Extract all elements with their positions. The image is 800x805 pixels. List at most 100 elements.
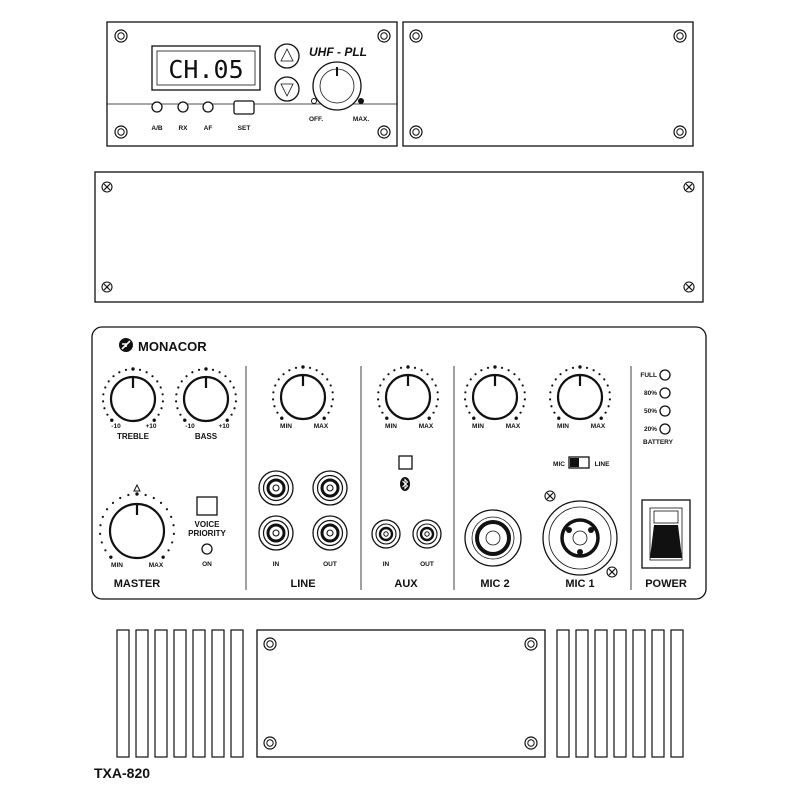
- scale-dot: [550, 405, 553, 408]
- scale-dot: [500, 366, 504, 369]
- scale-dot: [99, 524, 102, 527]
- scale-dot: [218, 371, 221, 374]
- scale-dot: [179, 413, 182, 416]
- scale-dot: [522, 405, 525, 408]
- scale-dot: [159, 386, 162, 389]
- scale-dot: [234, 400, 238, 403]
- battery-led-full: [659, 369, 671, 381]
- scale-dot: [607, 405, 610, 408]
- scale-dot: [99, 532, 102, 536]
- treble-label: TREBLE: [117, 432, 150, 441]
- treble-minus-label: -10: [111, 423, 121, 430]
- battery-20-label: 20%: [644, 426, 657, 433]
- line-out-jack-top[interactable]: [311, 469, 349, 507]
- scale-dot: [431, 378, 434, 381]
- bass-label: BASS: [195, 432, 218, 441]
- aux-out-jack[interactable]: [411, 518, 443, 550]
- scale-dot: [513, 373, 516, 376]
- bluetooth-pair-button[interactable]: [398, 455, 413, 470]
- voice-priority-on-label: ON: [202, 561, 212, 568]
- knob-off-label: OFF.: [309, 116, 323, 123]
- mic2-knob[interactable]: [463, 365, 527, 421]
- heat-sink-fin: [556, 629, 570, 758]
- scale-dot: [514, 416, 518, 420]
- scale-dot: [104, 549, 107, 552]
- scale-dot: [608, 398, 612, 401]
- scale-dot: [406, 365, 410, 369]
- scale-dot: [331, 391, 334, 394]
- mic2-jack[interactable]: [464, 509, 522, 567]
- scale-dot: [321, 373, 324, 376]
- scale-dot: [559, 373, 562, 376]
- heat-sink-fin: [192, 629, 206, 758]
- scale-dot: [225, 418, 229, 422]
- heat-sink-fin: [651, 629, 665, 758]
- scale-dot: [523, 391, 526, 394]
- volume-knob[interactable]: [311, 61, 365, 111]
- scale-dot: [111, 501, 115, 504]
- scale-dot: [171, 541, 174, 544]
- line-knob[interactable]: [271, 365, 335, 421]
- master-max-label: MAX: [149, 562, 164, 569]
- scale-dot: [435, 405, 438, 408]
- up-arrow-button[interactable]: [274, 43, 300, 69]
- scale-dot: [553, 411, 556, 414]
- scale-dot: [100, 541, 103, 544]
- heat-sink-fin: [632, 629, 646, 758]
- scale-dot: [144, 493, 147, 497]
- scale-dot: [518, 378, 521, 381]
- scale-dot: [211, 368, 215, 371]
- scale-dot: [124, 368, 128, 371]
- switch-line-label: LINE: [595, 461, 610, 468]
- scale-dot: [172, 524, 175, 527]
- line-in-jack-top[interactable]: [257, 469, 295, 507]
- scale-dot: [329, 384, 332, 387]
- line-out-jack-bottom[interactable]: [311, 514, 349, 552]
- heat-sink-fin: [173, 629, 187, 758]
- scale-dot: [177, 386, 180, 389]
- scale-dot: [157, 413, 160, 416]
- power-switch[interactable]: [641, 499, 691, 569]
- set-button[interactable]: [233, 100, 255, 115]
- aux-in-jack[interactable]: [370, 518, 402, 550]
- blank-slot-cover: [402, 21, 694, 147]
- voice-priority-button[interactable]: [196, 496, 218, 516]
- mic1-knob[interactable]: [548, 365, 612, 421]
- scale-dot: [486, 366, 490, 369]
- battery-50-label: 50%: [644, 408, 657, 415]
- scale-dot: [379, 384, 382, 387]
- scale-dot: [413, 366, 417, 369]
- scale-dot: [382, 378, 385, 381]
- scale-dot: [480, 369, 483, 372]
- scale-dot: [436, 398, 440, 401]
- scale-dot: [151, 375, 154, 378]
- scale-dot: [465, 405, 468, 408]
- scale-dot: [557, 416, 561, 420]
- bluetooth-icon: [400, 477, 410, 491]
- aux-knob[interactable]: [376, 365, 440, 421]
- battery-full-label: FULL: [640, 372, 657, 379]
- wide-blank-plate: [94, 171, 704, 303]
- heat-sink-fin: [116, 629, 130, 758]
- scale-dot: [185, 375, 188, 378]
- heat-sink-fin: [211, 629, 225, 758]
- treble-plus-label: +10: [145, 423, 156, 430]
- mic2-min-label: MIN: [472, 423, 484, 430]
- scale-dot: [167, 549, 170, 552]
- monacor-logo: [119, 338, 133, 352]
- af-led: [202, 101, 214, 113]
- heat-sink-fin: [670, 629, 684, 758]
- treble-knob[interactable]: [101, 367, 165, 423]
- scale-dot: [161, 393, 164, 396]
- bass-knob[interactable]: [174, 367, 238, 423]
- bottom-plate: [256, 629, 546, 758]
- scale-dot: [180, 380, 183, 383]
- scale-dot: [119, 496, 122, 500]
- scale-dot: [276, 411, 279, 414]
- master-knob[interactable]: [99, 483, 175, 560]
- scale-dot: [608, 391, 611, 394]
- mic1-combo-jack[interactable]: [542, 500, 618, 576]
- scale-dot: [107, 380, 110, 383]
- down-arrow-button[interactable]: [274, 76, 300, 102]
- line-in-jack-bottom[interactable]: [257, 514, 295, 552]
